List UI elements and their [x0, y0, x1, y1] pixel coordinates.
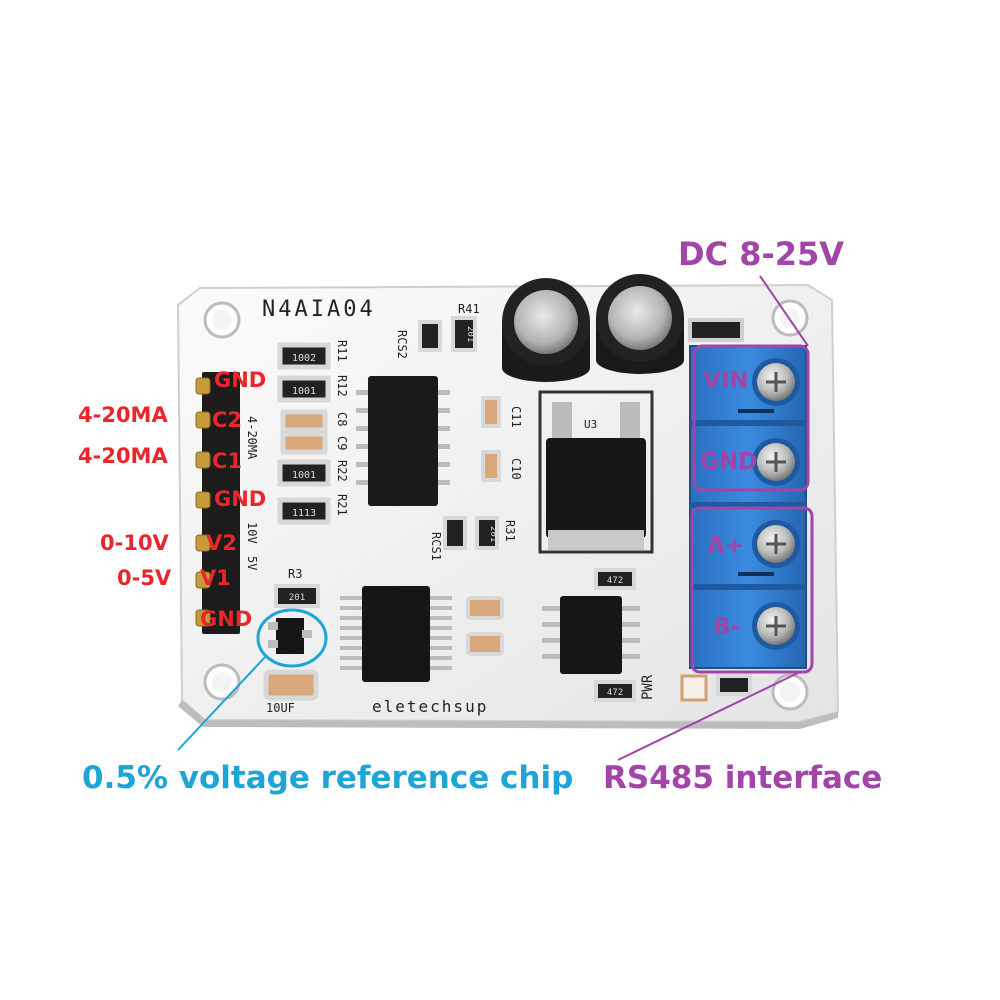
silk-pwr: PWR [640, 674, 656, 700]
smd-parts-top: 201 201 [418, 316, 501, 550]
dc-voltage-caption: DC 8-25V [678, 235, 845, 273]
smd-resistors-left: 1002 1001 1001 1113 [277, 342, 331, 525]
silk-r21: R21 [335, 494, 349, 516]
silk-r11: R11 [335, 340, 349, 362]
pin-label-gnd-3: GND [200, 607, 253, 631]
terminal-label-vin: VIN [703, 368, 749, 394]
ssop-chip-bottom [340, 586, 452, 682]
pin-prefix-4-20ma-c2: 4-20MA [78, 403, 168, 427]
regulator-u3 [538, 390, 654, 554]
pwr-led [680, 674, 708, 702]
reference-chip-area: 201 [263, 584, 320, 701]
silk-c11: C11 [509, 406, 523, 428]
silkscreen: N4AIA04 R41 RCS2 R11 R12 C8 C9 R22 R21 C… [245, 297, 656, 716]
smd-code: 201 [289, 593, 305, 603]
pin-label-v2: V2 [206, 531, 237, 555]
silk-10v: 10V [245, 522, 259, 544]
pin-label-c2: C2 [212, 408, 243, 432]
silk-rcs1: RCS1 [429, 532, 443, 561]
silk-rcs2: RCS2 [395, 330, 409, 359]
silk-r12: R12 [335, 375, 349, 397]
pin-label-c1: C1 [212, 449, 243, 473]
silk-4-20ma: 4-20MA [245, 416, 259, 460]
smd-caps-bottom [466, 596, 504, 656]
silk-r3: R3 [288, 567, 302, 581]
silk-r31: R31 [503, 520, 517, 542]
pin-prefix-4-20ma-c1: 4-20MA [78, 444, 168, 468]
soic-chip-bottom [542, 596, 640, 674]
smd-resistors-right: 472 472 [594, 568, 752, 702]
board-model: N4AIA04 [262, 297, 376, 322]
smd-code: 1001 [292, 386, 316, 397]
silk-c10: C10 [509, 458, 523, 480]
smd-code: 472 [607, 576, 623, 586]
smd-code: 201 [488, 526, 498, 542]
silk-r22: R22 [335, 460, 349, 482]
silk-r41: R41 [458, 302, 480, 316]
diode [688, 318, 744, 342]
terminal-label-b-minus: B- [713, 614, 741, 640]
vref-caption: 0.5% voltage reference chip [82, 760, 574, 796]
silk-c9: C9 [335, 436, 349, 450]
smd-code: 1002 [292, 353, 316, 364]
pin-label-v1: V1 [200, 566, 231, 590]
terminal-label-gnd: GND [700, 449, 758, 475]
dc-callout [692, 275, 810, 492]
soic-chip-top [356, 376, 450, 506]
smd-code: 472 [607, 688, 623, 698]
vref-callout [177, 608, 328, 751]
pin-header [195, 372, 240, 634]
pin-prefix-0-10v: 0-10V [100, 531, 169, 555]
silk-5v: 5V [245, 556, 259, 570]
terminal-label-a-plus: A+ [707, 533, 745, 559]
brand-silk: eletechsup [372, 697, 488, 716]
rs485-callout [617, 506, 814, 761]
smd-code: 1113 [292, 508, 316, 519]
silk-u3: U3 [584, 418, 597, 431]
pin-label-gnd-2: GND [214, 487, 267, 511]
smd-code: 201 [465, 326, 475, 342]
pcb-board [176, 283, 840, 729]
pin-prefix-0-5v: 0-5V [117, 566, 172, 590]
silk-10uf: 10UF [266, 701, 295, 715]
electrolytic-capacitors [502, 274, 684, 382]
smd-code: 1001 [292, 470, 316, 481]
rs485-caption: RS485 interface [603, 760, 883, 796]
silk-c8: C8 [335, 412, 349, 426]
pin-label-gnd-1: GND [214, 368, 267, 392]
